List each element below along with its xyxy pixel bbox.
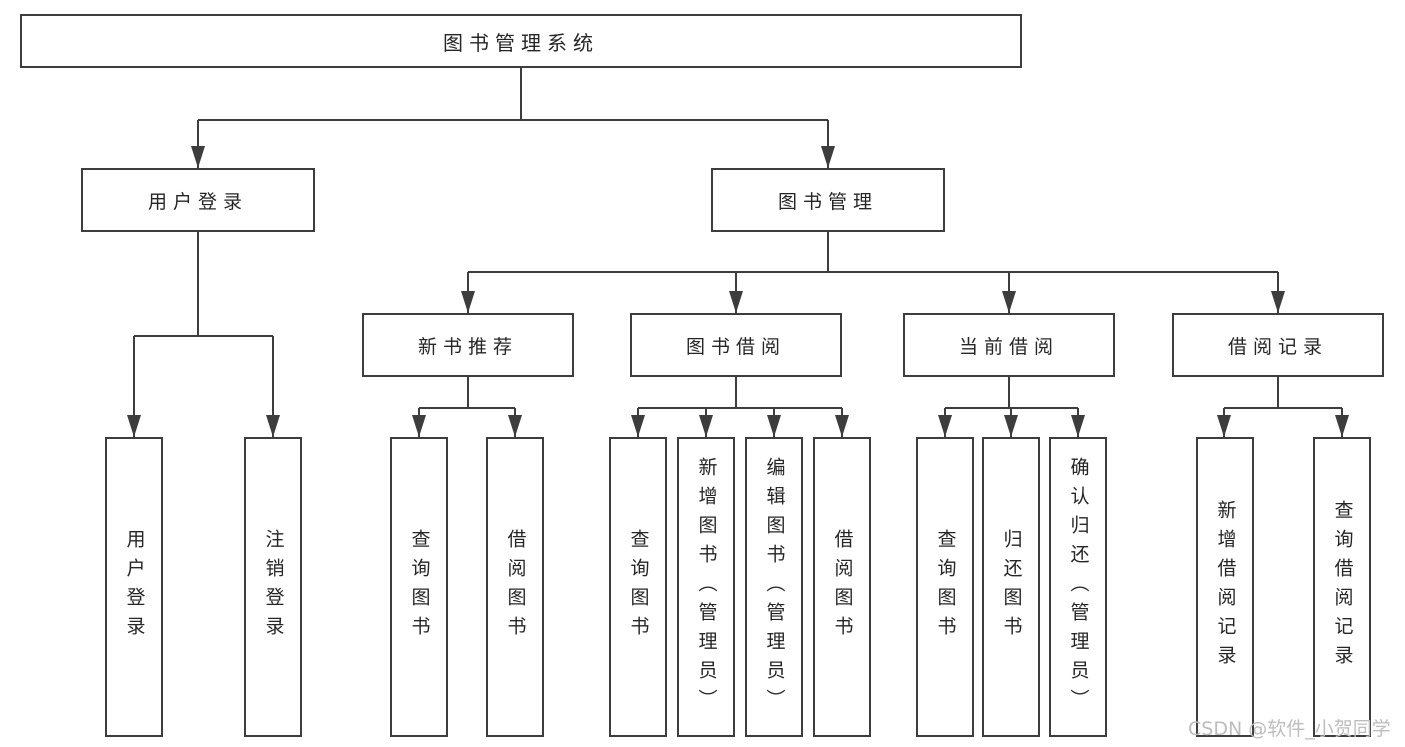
arrow-icon xyxy=(461,291,475,313)
node-leaf-return-books: 归还图书 xyxy=(982,437,1040,737)
node-leaf-edit-books-admin: 编辑图书（管理员） xyxy=(745,437,803,737)
node-label: 编辑图书（管理员） xyxy=(763,456,786,718)
arrow-icon xyxy=(1217,415,1231,437)
node-leaf-query-books-1: 查询图书 xyxy=(390,437,448,737)
arrow-icon xyxy=(508,415,522,437)
node-label: 用户登录 xyxy=(123,529,146,645)
arrow-icon xyxy=(1071,415,1085,437)
node-leaf-logout: 注销登录 xyxy=(244,437,302,737)
node-leaf-query-borrow-record: 查询借阅记录 xyxy=(1313,437,1371,737)
node-leaf-borrow-books-1: 借阅图书 xyxy=(486,437,544,737)
node-leaf-borrow-books-2: 借阅图书 xyxy=(813,437,871,737)
arrow-icon xyxy=(412,415,426,437)
tree-edges xyxy=(133,68,1343,437)
node-label: 借阅图书 xyxy=(504,529,527,645)
node-label: 注销登录 xyxy=(262,529,285,645)
node-label: 查询图书 xyxy=(408,529,431,645)
node-book-management-system: 图书管理系统 xyxy=(20,14,1022,68)
arrow-icon xyxy=(127,415,141,437)
node-user-login: 用户登录 xyxy=(81,168,315,232)
node-label: 查询借阅记录 xyxy=(1331,500,1354,674)
node-borrow-records: 借阅记录 xyxy=(1172,313,1384,377)
node-label: 查询图书 xyxy=(934,529,957,645)
arrow-icon xyxy=(767,415,781,437)
arrow-icon xyxy=(266,415,280,437)
arrow-icon xyxy=(1271,291,1285,313)
arrow-icon xyxy=(191,146,205,168)
arrowhead-icons xyxy=(127,146,1349,437)
node-label: 确认归还（管理员） xyxy=(1067,456,1090,718)
arrow-icon xyxy=(729,291,743,313)
node-current-borrow: 当前借阅 xyxy=(903,313,1115,377)
node-label: 新增借阅记录 xyxy=(1214,500,1237,674)
node-label: 借阅图书 xyxy=(831,529,854,645)
node-leaf-query-books-3: 查询图书 xyxy=(916,437,974,737)
arrow-icon xyxy=(699,415,713,437)
node-label: 查询图书 xyxy=(627,529,650,645)
node-leaf-add-borrow-record: 新增借阅记录 xyxy=(1196,437,1254,737)
watermark: CSDN @软件_小贺同学 xyxy=(1188,718,1391,740)
arrow-icon xyxy=(631,415,645,437)
arrow-icon xyxy=(1335,415,1349,437)
node-book-borrow: 图书借阅 xyxy=(630,313,842,377)
node-leaf-query-books-2: 查询图书 xyxy=(609,437,667,737)
arrow-icon xyxy=(1004,415,1018,437)
arrow-icon xyxy=(835,415,849,437)
node-new-book-recommend: 新书推荐 xyxy=(362,313,574,377)
node-leaf-add-books-admin: 新增图书（管理员） xyxy=(677,437,735,737)
node-book-management: 图书管理 xyxy=(711,168,945,232)
arrow-icon xyxy=(1002,291,1016,313)
node-leaf-confirm-return-admin: 确认归还（管理员） xyxy=(1049,437,1107,737)
node-label: 归还图书 xyxy=(1000,529,1023,645)
node-label: 新增图书（管理员） xyxy=(695,456,718,718)
arrow-icon xyxy=(821,146,835,168)
node-leaf-user-login: 用户登录 xyxy=(105,437,163,737)
arrow-icon xyxy=(938,415,952,437)
